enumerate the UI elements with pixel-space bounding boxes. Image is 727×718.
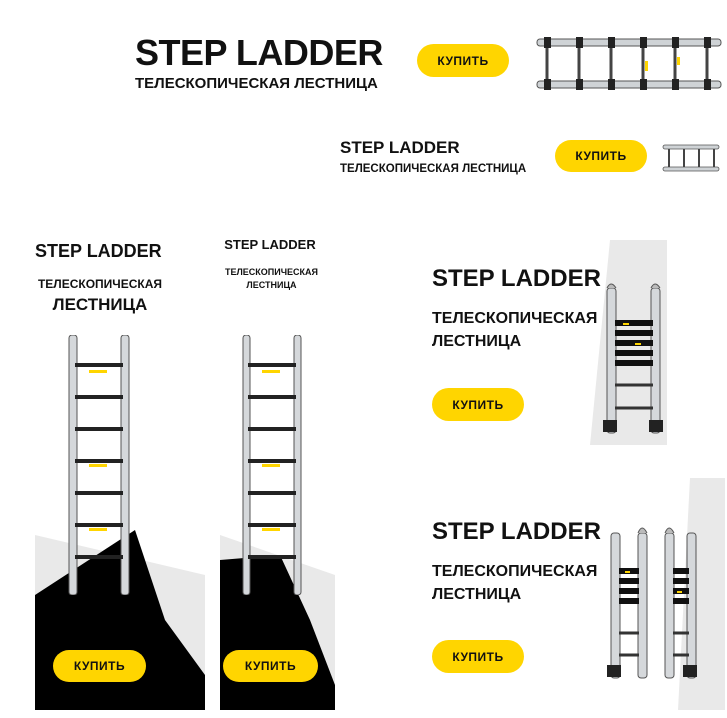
banner-title: STEP LADDER bbox=[432, 518, 601, 545]
ladder-horizontal-image bbox=[662, 144, 720, 172]
banner-title: STEP LADDER bbox=[35, 241, 162, 261]
banner-title: STEP LADDER bbox=[432, 265, 601, 292]
banner-468x60: STEP LADDER ТЕЛЕСКОПИЧЕСКАЯ ЛЕСТНИЦА КУП… bbox=[330, 130, 727, 186]
ladder-vertical-image bbox=[242, 335, 302, 595]
banner-subtitle-line2: ЛЕСТНИЦА bbox=[432, 586, 522, 603]
banner-subtitle-line1: ТЕЛЕСКОПИЧЕСКАЯ bbox=[432, 563, 598, 580]
banner-subtitle-line2: ЛЕСТНИЦА bbox=[432, 333, 522, 350]
banner-leaderboard: STEP LADDER ТЕЛЕСКОПИЧЕСКАЯ ЛЕСТНИЦА КУП… bbox=[120, 25, 727, 105]
banner-subtitle-line2: ЛЕСТНИЦА bbox=[246, 280, 297, 290]
ladder-aframe-image bbox=[603, 283, 663, 434]
banner-subtitle-line1: ТЕЛЕСКОПИЧЕСКАЯ bbox=[37, 277, 163, 291]
buy-button[interactable]: КУПИТЬ bbox=[417, 44, 509, 77]
banner-subtitle-line1: ТЕЛЕСКОПИЧЕСКАЯ bbox=[224, 267, 319, 277]
banner-title: STEP LADDER bbox=[135, 32, 383, 73]
buy-button[interactable]: КУПИТЬ bbox=[53, 650, 146, 682]
buy-button[interactable]: КУПИТЬ bbox=[223, 650, 318, 682]
banner-medium-rectangle: STEP LADDER ТЕЛЕСКОПИЧЕСКАЯ ЛЕСТНИЦА КУП… bbox=[420, 240, 727, 445]
ladder-aframe-image bbox=[607, 527, 697, 679]
ladder-vertical-image bbox=[68, 335, 130, 595]
banner-title: STEP LADDER bbox=[340, 138, 460, 157]
buy-button[interactable]: КУПИТЬ bbox=[432, 640, 524, 673]
banner-subtitle-line1: ТЕЛЕСКОПИЧЕСКАЯ bbox=[432, 310, 598, 327]
banner-subtitle-line2: ЛЕСТНИЦА bbox=[52, 295, 148, 314]
ladder-horizontal-image bbox=[536, 37, 722, 90]
banner-large-rectangle: STEP LADDER ТЕЛЕСКОПИЧЕСКАЯ ЛЕСТНИЦА КУП… bbox=[420, 478, 727, 710]
buy-button[interactable]: КУПИТЬ bbox=[432, 388, 524, 421]
banner-subtitle: ТЕЛЕСКОПИЧЕСКАЯ ЛЕСТНИЦА bbox=[340, 163, 527, 175]
banner-skyscraper-120: STEP LADDER ТЕЛЕСКОПИЧЕСКАЯ ЛЕСТНИЦА КУП… bbox=[220, 225, 335, 710]
banner-subtitle: ТЕЛЕСКОПИЧЕСКАЯ ЛЕСТНИЦА bbox=[135, 75, 378, 92]
banner-skyscraper-160: STEP LADDER ТЕЛЕСКОПИЧЕСКАЯ ЛЕСТНИЦА КУП… bbox=[35, 225, 205, 710]
banner-title: STEP LADDER bbox=[224, 237, 316, 252]
buy-button[interactable]: КУПИТЬ bbox=[555, 140, 647, 172]
